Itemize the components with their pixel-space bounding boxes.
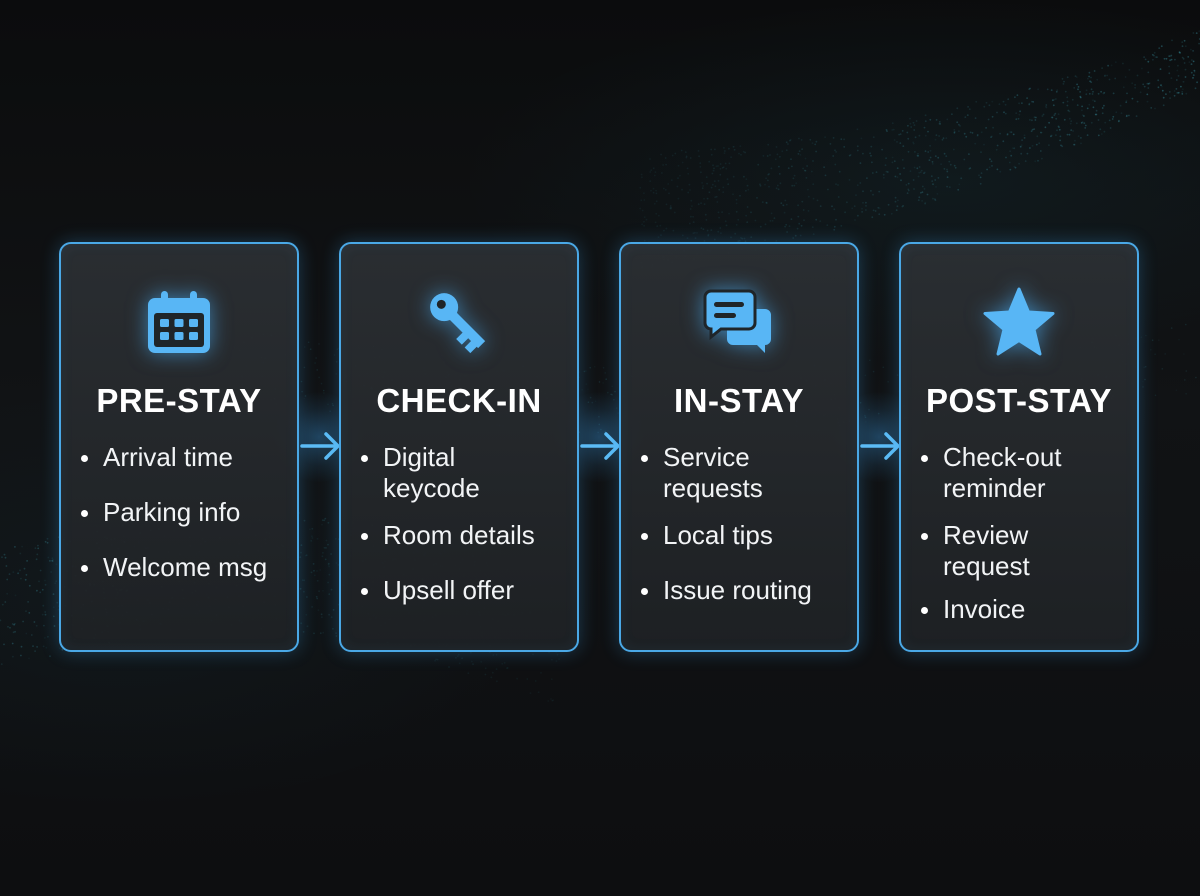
stage-title: PRE-STAY	[96, 382, 262, 419]
key-icon	[341, 284, 577, 360]
list-item: Upsell offer	[359, 575, 569, 606]
arrow-right-icon	[860, 432, 900, 460]
arrow-right-icon	[300, 432, 340, 460]
stage-item-list: Digital keycode Room details Upsell offe…	[359, 442, 569, 622]
star-icon	[901, 284, 1137, 360]
bullet-icon	[641, 455, 648, 462]
bullet-icon	[361, 533, 368, 540]
list-item: Arrival time	[79, 442, 289, 473]
bullet-icon	[641, 588, 648, 595]
stage-title: POST-STAY	[925, 382, 1113, 419]
bullet-icon	[81, 510, 88, 517]
bullet-icon	[921, 455, 928, 462]
list-item: Issue routing	[639, 575, 849, 606]
stage-card-in-stay: IN-STAY Service requests Local tips Issu…	[619, 242, 859, 652]
stage-item-list: Service requests Local tips Issue routin…	[639, 442, 849, 622]
list-item: Digital keycode	[359, 442, 569, 504]
stage-title: IN-STAY	[673, 382, 805, 419]
stage-card-post-stay: POST-STAY Check-out reminder Review requ…	[899, 242, 1139, 652]
list-item: Review request	[919, 520, 1129, 582]
list-item: Invoice	[919, 594, 1129, 625]
bullet-icon	[641, 533, 648, 540]
calendar-icon	[61, 284, 297, 360]
stage-item-list: Arrival time Parking info Welcome msg	[79, 442, 289, 607]
bullet-icon	[921, 533, 928, 540]
stage-title: CHECK-IN	[376, 382, 542, 419]
list-item: Parking info	[79, 497, 289, 528]
list-item: Service requests	[639, 442, 849, 504]
bullet-icon	[921, 607, 928, 614]
bullet-icon	[361, 588, 368, 595]
arrow-right-icon	[580, 432, 620, 460]
stage-item-list: Check-out reminder Review request Invoic…	[919, 442, 1129, 641]
list-item: Welcome msg	[79, 552, 289, 583]
chat-bubbles-icon	[621, 284, 857, 360]
stage-card-pre-stay: PRE-STAY Arrival time Parking info Welco…	[59, 242, 299, 652]
bullet-icon	[81, 565, 88, 572]
stage-card-check-in: CHECK-IN Digital keycode Room details Up…	[339, 242, 579, 652]
bullet-icon	[361, 455, 368, 462]
list-item: Check-out reminder	[919, 442, 1129, 504]
bullet-icon	[81, 455, 88, 462]
list-item: Local tips	[639, 520, 849, 551]
list-item: Room details	[359, 520, 569, 551]
